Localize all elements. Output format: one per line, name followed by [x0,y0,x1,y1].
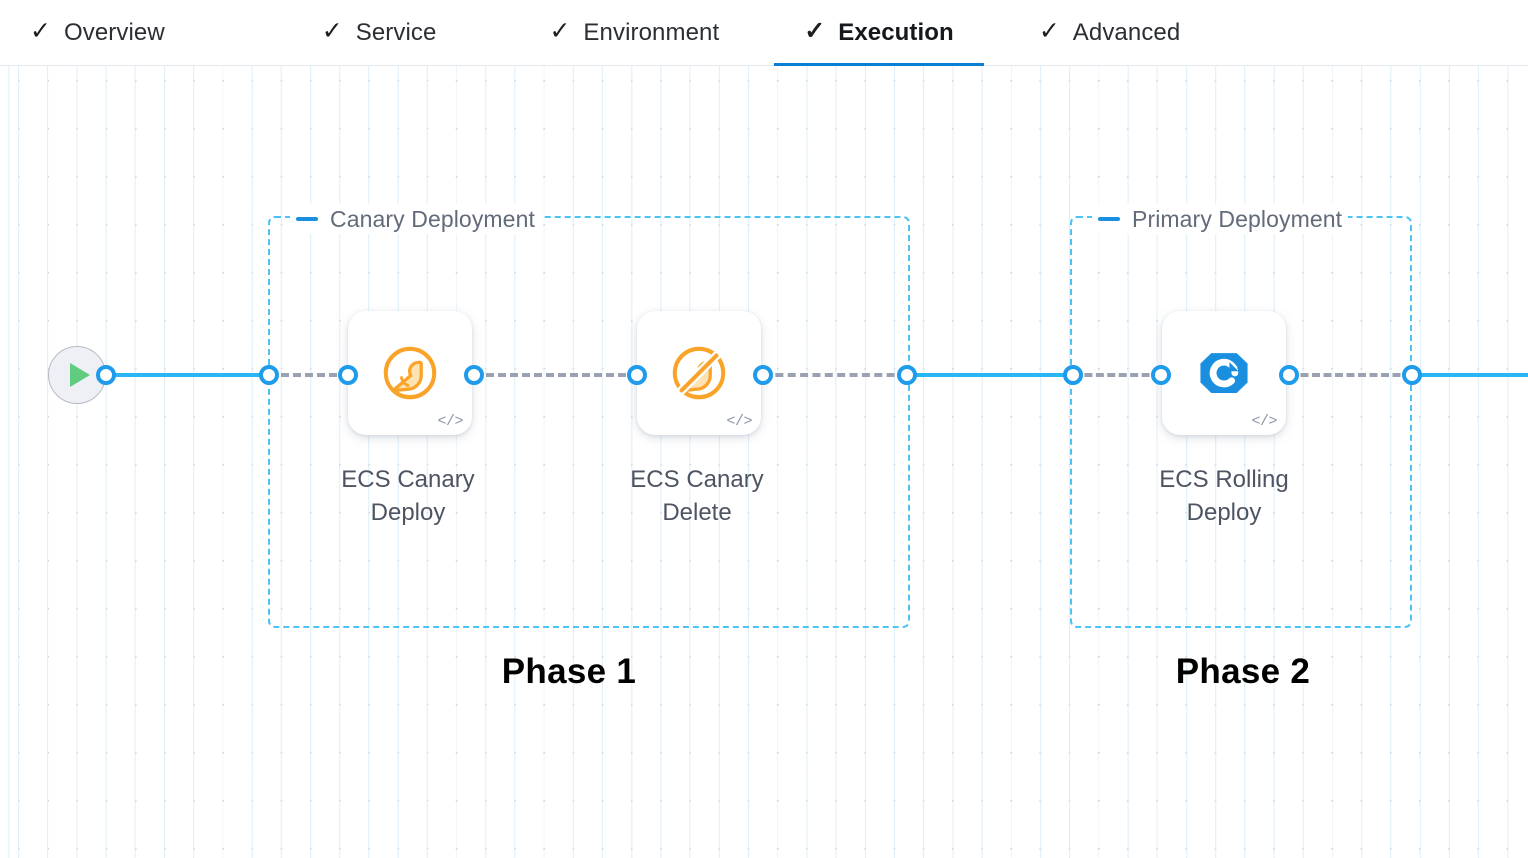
tab-label: Advanced [1072,18,1181,46]
check-icon: ✓ [321,17,343,45]
canary-bird-delete-icon [672,346,726,400]
port-primary-group-in[interactable] [1063,365,1083,385]
tab-overview[interactable]: ✓ Overview [0,0,195,66]
link-primary-group-to-next [1412,373,1528,377]
phase-caption-1: Phase 1 [501,652,637,691]
node-ecs-canary-deploy[interactable]: </> [348,311,472,435]
port-start-out[interactable] [96,365,116,385]
node-label-ecs-rolling-deploy: ECS Rolling Deploy [1159,466,1289,527]
port-rolling-deploy-out[interactable] [1279,365,1299,385]
code-badge-icon: </> [1251,413,1277,430]
group-canary-deployment[interactable]: Canary Deployment [268,204,910,628]
group-title: Canary Deployment [330,205,535,232]
check-icon: ✓ [549,17,571,45]
tab-label: Overview [63,18,165,46]
code-badge-icon: </> [726,413,752,430]
node-ecs-rolling-deploy[interactable]: </> [1162,311,1286,435]
tab-label: Service [355,18,437,46]
tab-environment[interactable]: ✓ Environment [519,0,749,66]
tab-label: Environment [583,18,720,46]
code-badge-icon: </> [437,413,463,430]
group-title: Primary Deployment [1132,205,1343,232]
group-canary-deployment-header[interactable]: Canary Deployment [290,204,541,234]
port-canary-delete-in[interactable] [627,365,647,385]
canary-bird-icon [383,346,437,400]
link-group-in-to-rolling-deploy [1073,373,1161,377]
tab-service[interactable]: ✓ Service [292,0,467,66]
link-canary-group-to-primary-group [907,373,1073,377]
port-canary-group-in[interactable] [259,365,279,385]
rolling-deploy-icon [1200,353,1248,393]
group-primary-deployment-header[interactable]: Primary Deployment [1092,204,1349,234]
group-primary-deployment[interactable]: Primary Deployment [1070,204,1412,628]
link-rolling-deploy-to-group-out [1289,373,1412,377]
port-canary-group-out[interactable] [897,365,917,385]
minus-icon[interactable] [296,217,318,221]
port-primary-group-out[interactable] [1402,365,1422,385]
port-rolling-deploy-in[interactable] [1151,365,1171,385]
link-canary-delete-to-group-out [763,373,907,377]
link-group-in-to-canary-deploy [269,373,349,377]
tab-active-underline [774,62,984,67]
phase-caption-2: Phase 2 [1175,652,1311,691]
check-icon: ✓ [30,17,51,45]
pipeline-canvas[interactable]: Canary Deployment Primary Deployment </>… [0,66,1528,858]
link-start-to-canary-group [106,373,269,377]
tab-execution[interactable]: ✓ Execution [774,0,984,67]
node-ecs-canary-delete[interactable]: </> [637,311,761,435]
node-label-ecs-canary-delete: ECS Canary Delete [630,466,764,527]
check-icon: ✓ [1038,17,1060,45]
play-icon [70,363,90,387]
port-canary-deploy-in[interactable] [338,365,358,385]
tab-advanced[interactable]: ✓ Advanced [1009,0,1211,66]
check-icon: ✓ [804,17,826,45]
minus-icon[interactable] [1098,217,1120,221]
port-canary-delete-out[interactable] [753,365,773,385]
node-label-ecs-canary-deploy: ECS Canary Deploy [341,466,475,527]
tab-label: Execution [838,18,954,46]
link-canary-deploy-to-canary-delete [474,373,638,377]
port-canary-deploy-out[interactable] [464,365,484,385]
wizard-tab-bar: ✓ Overview ✓ Service ✓ Environment ✓ Exe… [0,0,1528,67]
